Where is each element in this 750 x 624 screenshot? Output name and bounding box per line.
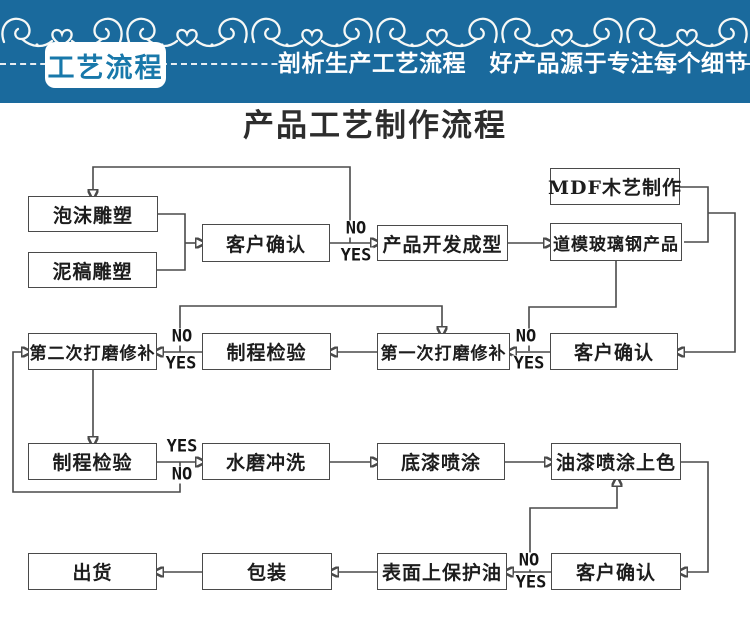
- node-primer-spraying: 底漆喷涂: [377, 443, 505, 480]
- node-product-development: 产品开发成型: [377, 225, 508, 261]
- node-second-polish-repair: 第二次打磨修补: [28, 333, 157, 370]
- edge-mdf-to-fiberglass: [679, 186, 709, 243]
- node-water-grinding-wash: 水磨冲洗: [202, 443, 330, 480]
- decision-label-no: NO: [169, 464, 195, 485]
- edge-confirm1-no-loop: [93, 166, 351, 243]
- node-mdf-wood-craft: MDF木艺制作: [548, 168, 681, 205]
- node-foam-sculpture: 泡沫雕塑: [28, 196, 158, 232]
- node-process-inspection-1: 制程检验: [202, 333, 331, 370]
- page-title: 产品工艺制作流程: [243, 108, 507, 144]
- node-paint-spray-coloring: 油漆喷涂上色: [551, 443, 681, 480]
- node-first-polish-repair: 第一次打磨修补: [377, 333, 510, 370]
- node-clay-draft-sculpture: 泥稿雕塑: [28, 252, 157, 288]
- edge-paint-to-confirm3: [681, 461, 709, 572]
- decision-label-yes: YES: [511, 353, 547, 374]
- node-customer-confirm-1: 客户确认: [202, 224, 330, 262]
- decision-label-yes: YES: [164, 436, 200, 457]
- decision-label-yes: YES: [513, 572, 549, 593]
- header-slogan: 剖析生产工艺流程 好产品源于专注每个细节: [278, 49, 748, 80]
- decision-label-no: NO: [343, 218, 369, 239]
- node-process-inspection-2: 制程检验: [28, 443, 157, 480]
- decision-label-yes: YES: [163, 353, 199, 374]
- edge-foam-clay-merge: [157, 213, 186, 271]
- decision-label-no: NO: [516, 550, 542, 571]
- decision-label-no: NO: [169, 326, 195, 347]
- node-surface-protective-oil: 表面上保护油: [377, 553, 507, 590]
- decision-label-yes: YES: [338, 245, 374, 266]
- node-customer-confirm-2: 客户确认: [550, 333, 678, 370]
- node-shipment: 出货: [28, 553, 157, 590]
- process-flow-badge: 工艺流程: [45, 42, 166, 88]
- edge-confirm3-no-loop: [529, 486, 617, 572]
- header-bar: 工艺流程 剖析生产工艺流程 好产品源于专注每个细节: [0, 0, 750, 103]
- decision-label-no: NO: [513, 326, 539, 347]
- edge-right-branch-to-confirm2: [684, 212, 736, 352]
- node-packing: 包装: [202, 553, 332, 590]
- node-customer-confirm-3: 客户确认: [551, 553, 681, 590]
- node-fiberglass-mold-product: 道模玻璃钢产品: [550, 223, 682, 261]
